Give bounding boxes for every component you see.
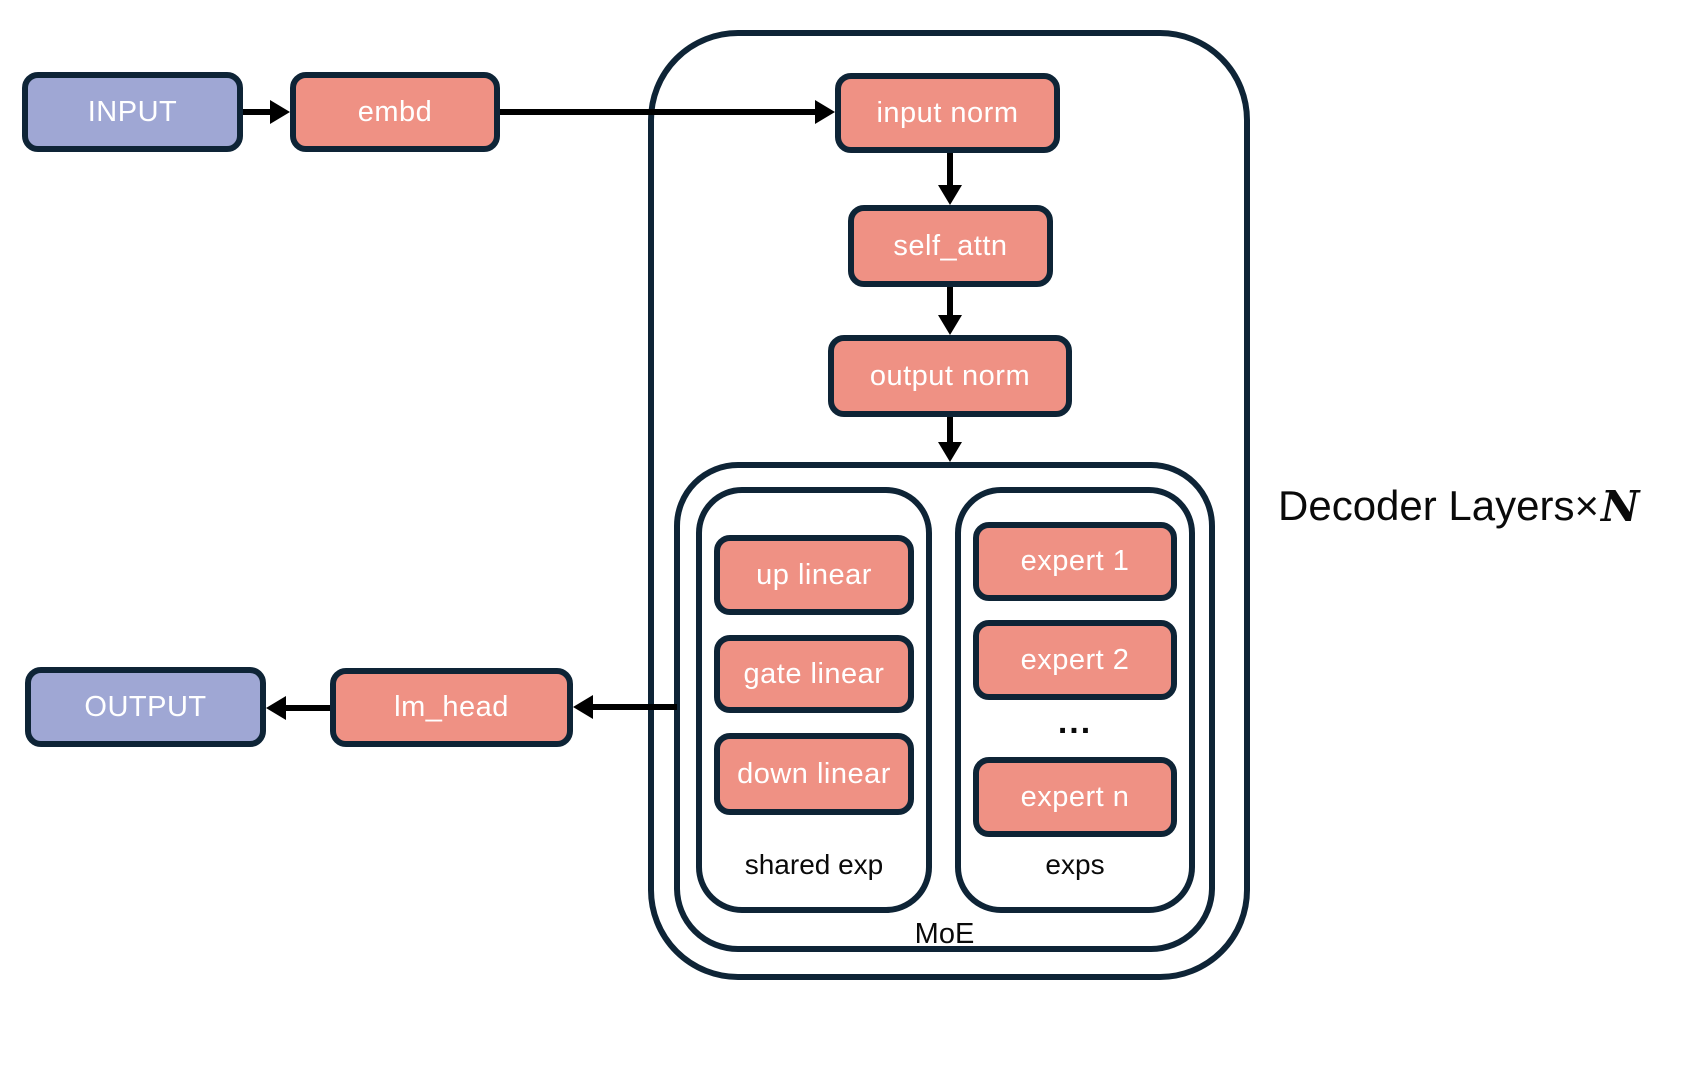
up-linear-box: up linear <box>714 535 914 615</box>
expert-2-label: expert 2 <box>1020 643 1130 676</box>
arrow-embd-to-input-norm <box>500 109 819 115</box>
expert-2-box: expert 2 <box>973 620 1177 700</box>
lm-head-label: lm_head <box>394 691 509 723</box>
input-box: INPUT <box>22 72 243 152</box>
arrow-input-to-embd <box>243 109 274 115</box>
output-label: OUTPUT <box>84 690 207 723</box>
arrowhead-self-attn-to-output-norm <box>938 315 962 335</box>
arrowhead-embd-to-input-norm <box>815 100 835 124</box>
expert-n-box: expert n <box>973 757 1177 837</box>
exps-container <box>955 487 1195 913</box>
shared-exp-label: shared exp <box>744 849 884 880</box>
down-linear-label: down linear <box>737 757 891 790</box>
decoder-layers-container <box>648 30 1250 980</box>
input-label: INPUT <box>87 95 178 128</box>
decoder-layers-label-text: Decoder Layers× <box>1278 482 1600 529</box>
arrowhead-lm-head-to-output <box>266 696 286 720</box>
expert-1-box: expert 1 <box>973 522 1177 601</box>
exps-label: exps <box>1045 849 1105 880</box>
arrow-output-norm-to-moe <box>947 417 953 443</box>
arrow-lm-head-to-output <box>284 705 330 711</box>
output-norm-label: output norm <box>869 359 1031 392</box>
arrowhead-moe-to-lm-head <box>573 695 593 719</box>
decoder-layers-label: Decoder Layers×N <box>1278 481 1640 531</box>
moe-container <box>674 462 1215 952</box>
up-linear-label: up linear <box>756 558 872 591</box>
self-attn-box: self_attn <box>848 205 1053 287</box>
gate-linear-label: gate linear <box>743 657 885 690</box>
gate-linear-box: gate linear <box>714 635 914 713</box>
arrowhead-output-norm-to-moe <box>938 442 962 462</box>
arrowhead-input-to-embd <box>270 100 290 124</box>
expert-n-label: expert n <box>1020 780 1130 813</box>
arrow-moe-to-lm-head <box>591 704 677 710</box>
decoder-layers-n: N <box>1601 481 1640 531</box>
experts-ellipsis: ... <box>1057 702 1093 741</box>
arrow-self-attn-to-output-norm <box>947 287 953 317</box>
embd-box: embd <box>290 72 500 152</box>
output-box: OUTPUT <box>25 667 266 747</box>
input-norm-box: input norm <box>835 73 1060 153</box>
embd-label: embd <box>357 95 433 128</box>
input-norm-label: input norm <box>876 96 1019 129</box>
shared-exp-container <box>696 487 932 913</box>
expert-1-label: expert 1 <box>1020 545 1130 577</box>
output-norm-box: output norm <box>828 335 1072 417</box>
arrow-input-norm-to-self-attn <box>947 153 953 187</box>
lm-head-box: lm_head <box>330 668 573 747</box>
self-attn-label: self_attn <box>893 229 1008 262</box>
arrowhead-input-norm-to-self-attn <box>938 185 962 205</box>
down-linear-box: down linear <box>714 733 914 815</box>
moe-label: MoE <box>914 917 975 950</box>
